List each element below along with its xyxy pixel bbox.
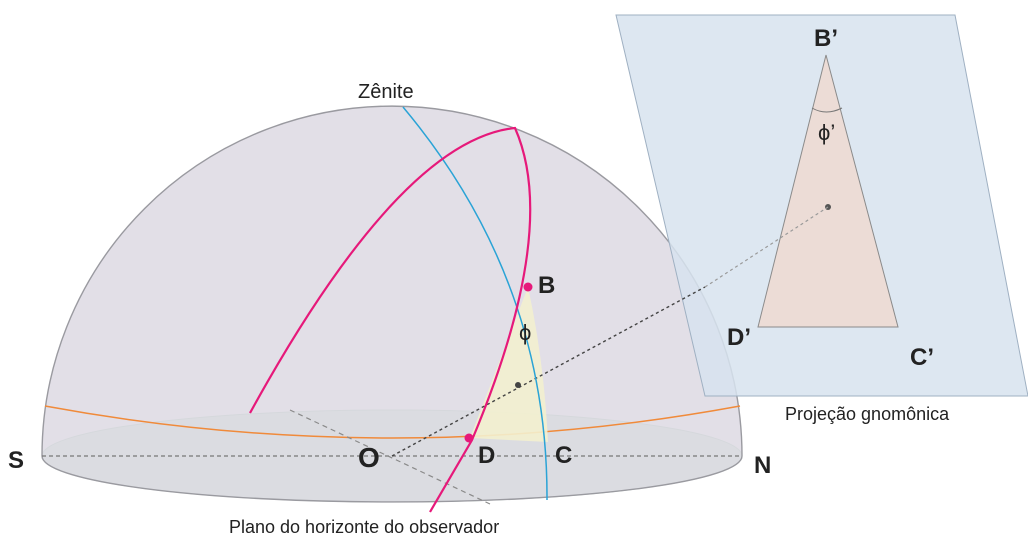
horizon-caption: Plano do horizonte do observador: [229, 517, 499, 537]
projection-angle-label: ϕ’: [818, 120, 835, 145]
great-circle: [249, 126, 532, 513]
projection-triangle: [757, 54, 899, 328]
projection-ray-outer: [704, 206, 829, 288]
south-label: S: [8, 447, 24, 474]
point-d-marker: [464, 433, 474, 443]
origin-label: O: [358, 442, 380, 473]
north-label: N: [754, 452, 771, 479]
projection-d-label: D’: [727, 324, 751, 351]
point-b-marker: [523, 282, 533, 292]
projection-b-label: B’: [814, 25, 838, 52]
point-c-label: C: [555, 442, 572, 469]
angle-phi-label: ϕ: [519, 320, 531, 345]
projection-angle-arc: [811, 107, 843, 113]
point-d-label: D: [478, 442, 495, 469]
horizon-ring: [44, 405, 741, 439]
prime-vertical-ground-line: [289, 409, 491, 505]
projection-c-label: C’: [910, 344, 934, 371]
celestial-dome: [41, 105, 743, 503]
point-b-label: B: [538, 272, 555, 299]
zenith-label: Zênite: [358, 81, 414, 103]
meridian-circle: [402, 106, 548, 501]
spherical-triangle-centroid: [515, 382, 521, 388]
projection-caption: Projeção gnomônica: [785, 404, 950, 424]
projection-ray-inner: [391, 286, 706, 457]
